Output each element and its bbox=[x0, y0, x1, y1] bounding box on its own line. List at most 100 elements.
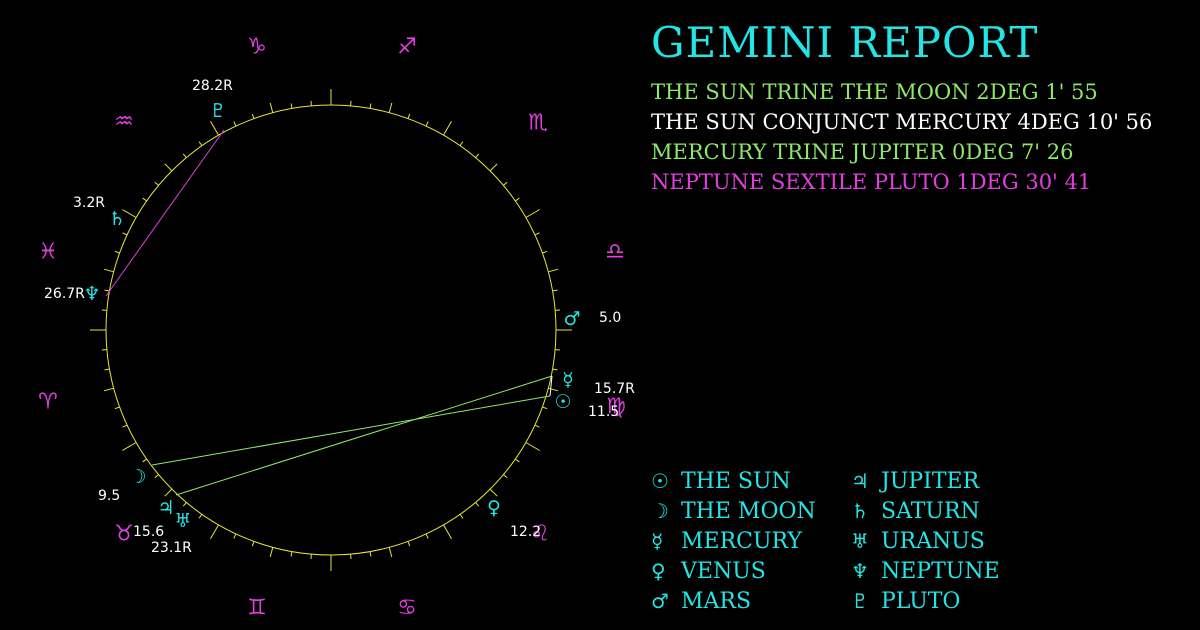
pluto-icon: ♇ bbox=[851, 589, 869, 613]
aspect-line-sun-mercury bbox=[549, 375, 553, 397]
planet-uranus-icon: ♅ bbox=[174, 510, 191, 532]
degree-ticks bbox=[90, 89, 572, 571]
planet-venus-icon: ♀ bbox=[487, 497, 501, 519]
degree-tick bbox=[515, 458, 520, 463]
degree-tick bbox=[182, 502, 187, 507]
zodiac-aries-icon: ♈ bbox=[38, 390, 58, 415]
degree-tick bbox=[515, 197, 520, 202]
planet-neptune-icon: ♆ bbox=[83, 283, 100, 305]
planet-glyphs: ♇ ♄ ♆ ♂ ☿ ☉ ♀ ☽ ♃ ♅ bbox=[83, 100, 580, 532]
degree-tick bbox=[407, 113, 411, 119]
report-title: GEMINI REPORT bbox=[651, 18, 1039, 67]
legend-item-venus: ♀ VENUS bbox=[651, 556, 851, 586]
planet-mercury-icon: ☿ bbox=[562, 369, 574, 391]
degree-tick bbox=[552, 289, 558, 292]
degree-label-pluto: 28.2R bbox=[192, 78, 233, 94]
aspect-item: THE SUN CONJUNCT MERCURY 4DEG 10' 56 bbox=[651, 110, 1153, 134]
degree-tick bbox=[114, 250, 120, 254]
degree-tick bbox=[164, 488, 173, 497]
degree-tick bbox=[542, 406, 548, 410]
degree-tick bbox=[122, 424, 128, 428]
zodiac-aquarius-icon: ♒ bbox=[114, 110, 134, 135]
legend-item-jupiter: ♃ JUPITER bbox=[851, 466, 1011, 496]
degree-tick bbox=[103, 387, 114, 392]
degree-tick bbox=[407, 541, 411, 547]
degree-tick bbox=[525, 442, 540, 451]
degree-tick bbox=[475, 153, 480, 158]
zodiac-virgo-icon: ♍ bbox=[606, 395, 626, 420]
legend-label: SATURN bbox=[881, 498, 980, 524]
degree-tick bbox=[154, 181, 159, 186]
degree-tick bbox=[114, 406, 120, 410]
degree-tick bbox=[425, 533, 429, 539]
degree-tick bbox=[425, 121, 429, 127]
degree-tick bbox=[475, 502, 480, 507]
jupiter-icon: ♃ bbox=[851, 469, 869, 493]
planet-legend: ☉ THE SUN ☽ THE MOON ☿ MERCURY ♀ VENUS ♂… bbox=[651, 466, 1011, 616]
degree-tick bbox=[122, 232, 128, 236]
degree-tick bbox=[548, 387, 559, 392]
aspect-item: THE SUN TRINE THE MOON 2DEG 1' 55 bbox=[651, 80, 1098, 104]
legend-label: PLUTO bbox=[881, 588, 961, 614]
legend-label: THE MOON bbox=[681, 498, 816, 524]
degree-tick bbox=[164, 163, 173, 172]
legend-item-mercury: ☿ MERCURY bbox=[651, 526, 851, 556]
degree-tick bbox=[182, 153, 187, 158]
degree-tick bbox=[251, 113, 255, 119]
degree-label-moon: 9.5 bbox=[98, 488, 120, 504]
zodiac-libra-icon: ♎ bbox=[605, 240, 625, 265]
zodiac-scorpio-icon: ♏ bbox=[528, 111, 548, 136]
zodiac-pisces-icon: ♓ bbox=[38, 240, 58, 265]
aspect-item: NEPTUNE SEXTILE PLUTO 1DEG 30' 41 bbox=[651, 170, 1092, 194]
zodiac-gemini-icon: ♊ bbox=[247, 596, 267, 621]
degree-label-sun: 11.5 bbox=[588, 404, 619, 420]
legend-label: VENUS bbox=[681, 558, 766, 584]
planet-moon-icon: ☽ bbox=[129, 466, 146, 488]
degree-tick bbox=[103, 268, 114, 273]
degree-tick bbox=[142, 458, 147, 463]
aspect-list: THE SUN TRINE THE MOON 2DEG 1' 55 THE SU… bbox=[651, 77, 1152, 197]
degree-tick bbox=[198, 514, 203, 519]
degree-tick bbox=[290, 551, 293, 557]
degree-tick bbox=[154, 474, 159, 479]
uranus-icon: ♅ bbox=[851, 529, 869, 553]
legend-item-neptune: ♆ NEPTUNE bbox=[851, 556, 1011, 586]
aspect-lines bbox=[105, 129, 553, 496]
degree-label-saturn: 3.2R bbox=[73, 195, 105, 211]
legend-label: MARS bbox=[681, 588, 752, 614]
moon-icon: ☽ bbox=[651, 499, 669, 523]
degree-tick bbox=[525, 209, 540, 218]
natal-chart-wheel: ♑ ♐ ♏ ♎ ♍ ♌ ♋ ♊ ♉ ♈ ♓ ♒ ♇ ♄ ♆ ♂ ☿ ☉ ♀ ☽ … bbox=[38, 35, 635, 621]
degree-tick bbox=[548, 268, 559, 273]
degree-tick bbox=[122, 209, 137, 218]
aspect-line-neptune-pluto bbox=[105, 129, 225, 297]
legend-item-saturn: ♄ SATURN bbox=[851, 496, 1011, 526]
zodiac-signs: ♑ ♐ ♏ ♎ ♍ ♌ ♋ ♊ ♉ ♈ ♓ ♒ bbox=[38, 35, 626, 621]
degree-tick bbox=[459, 141, 464, 146]
degree-tick bbox=[489, 488, 498, 497]
saturn-icon: ♄ bbox=[851, 499, 869, 523]
planet-saturn-icon: ♄ bbox=[108, 208, 125, 230]
degree-tick bbox=[369, 103, 372, 109]
degree-tick bbox=[210, 524, 219, 539]
legend-label: URANUS bbox=[881, 528, 985, 554]
degree-tick bbox=[142, 197, 147, 202]
degree-tick bbox=[122, 442, 137, 451]
degree-label-uranus: 23.1R bbox=[151, 540, 192, 556]
legend-label: NEPTUNE bbox=[881, 558, 1000, 584]
planet-pluto-icon: ♇ bbox=[209, 100, 226, 122]
sun-icon: ☉ bbox=[651, 469, 669, 493]
degree-tick bbox=[534, 424, 540, 428]
degree-tick bbox=[459, 514, 464, 519]
aspect-line-mercury-jupiter bbox=[175, 375, 553, 496]
degree-tick bbox=[269, 547, 274, 558]
aspect-line-sun-moon bbox=[151, 395, 551, 466]
degree-tick bbox=[104, 289, 110, 292]
degree-tick bbox=[388, 102, 393, 113]
degree-tick bbox=[251, 541, 255, 547]
degree-tick bbox=[290, 103, 293, 109]
legend-item-moon: ☽ THE MOON bbox=[651, 496, 851, 526]
zodiac-cancer-icon: ♋ bbox=[397, 596, 417, 621]
mercury-icon: ☿ bbox=[651, 529, 664, 553]
degree-label-mercury: 15.7R bbox=[594, 381, 635, 397]
